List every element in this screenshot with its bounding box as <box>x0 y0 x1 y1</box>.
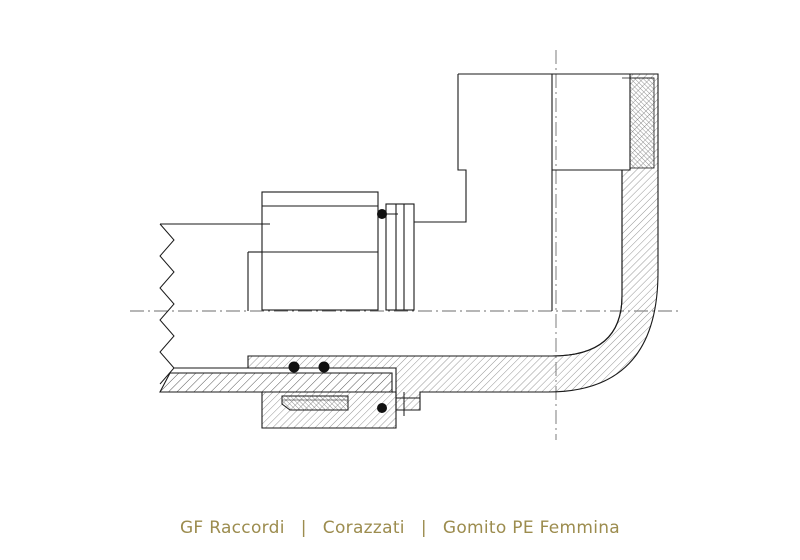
o-ring-insert-1 <box>288 361 300 373</box>
caption: GF Raccordi | Corazzati | Gomito PE Femm… <box>0 513 800 543</box>
elbow-fitting-section-drawing <box>130 50 680 440</box>
o-ring-upper <box>377 209 387 219</box>
caption-brand: GF Raccordi <box>179 518 285 538</box>
pipe-wall-section <box>159 372 393 393</box>
caption-product: Gomito PE Femmina <box>442 518 621 538</box>
body-outline-upper <box>414 73 630 311</box>
grip-ring <box>281 395 349 411</box>
caption-separator-1: | <box>300 518 307 538</box>
pipe-break-line <box>159 223 175 385</box>
clamping-nut-upper <box>247 191 415 311</box>
elbow-inner-bore <box>248 170 623 357</box>
o-ring-insert-2 <box>318 361 330 373</box>
clamping-nut-lower-section <box>261 391 420 429</box>
o-ring-lower <box>377 403 387 413</box>
elbow-body-section <box>247 73 659 411</box>
female-thread <box>629 77 655 169</box>
caption-category: Corazzati <box>322 518 405 538</box>
caption-separator-2: | <box>420 518 427 538</box>
